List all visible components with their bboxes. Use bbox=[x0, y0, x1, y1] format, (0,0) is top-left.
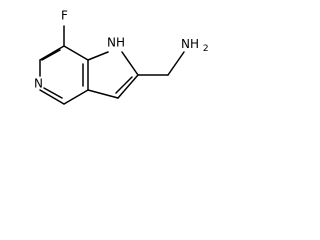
bond-c7a-n1 bbox=[87, 51, 109, 61]
label-layer: F NH N NH 2 bbox=[34, 9, 209, 91]
bond-n5-c4 bbox=[39, 89, 65, 105]
atom-amine-label: NH 2 bbox=[181, 37, 209, 54]
bond-layer bbox=[39, 25, 185, 105]
bond-c2-c3 bbox=[117, 74, 139, 99]
atom-pyrrole-nh-label: NH bbox=[107, 36, 125, 50]
atom-fluorine-label: F bbox=[61, 9, 68, 23]
atom-pyridine-n-label: N bbox=[34, 77, 43, 91]
bond-c4-c3a bbox=[63, 89, 89, 105]
bond-c7-c6 bbox=[39, 45, 65, 61]
chemical-structure: F NH N NH 2 bbox=[34, 9, 209, 105]
bond-c2-c3-inner bbox=[115, 76, 133, 94]
atom-amine-subscript: 2 bbox=[203, 44, 209, 54]
bond-ch2-n bbox=[167, 51, 185, 76]
bond-c7a-c7 bbox=[63, 45, 89, 61]
atom-amine-nh: NH bbox=[181, 37, 199, 51]
bond-n1-c2 bbox=[121, 51, 139, 76]
bond-n5-c4-inner bbox=[43, 87, 63, 99]
molecule-canvas: F NH N NH 2 bbox=[0, 0, 222, 133]
bond-c3-c3a bbox=[87, 89, 119, 99]
bond-c7-c6-inner bbox=[41, 49, 61, 61]
